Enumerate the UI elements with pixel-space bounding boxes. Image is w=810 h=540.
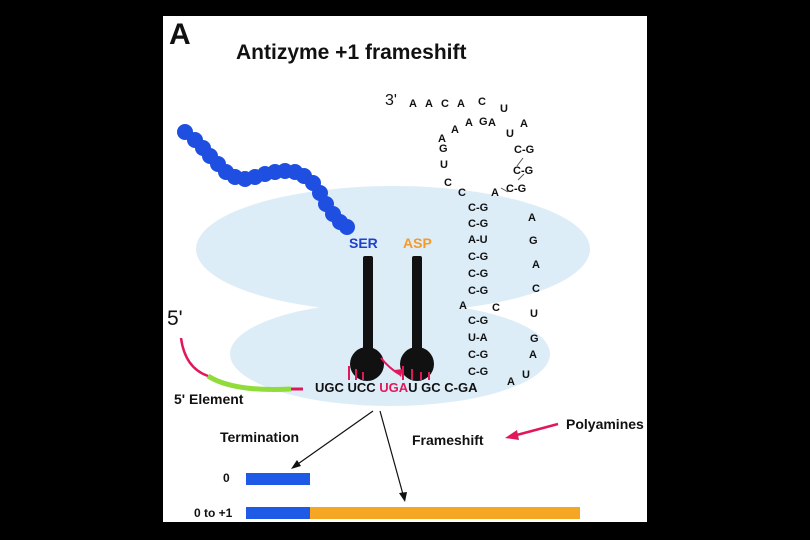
stem-pair: C-G: [468, 251, 489, 263]
mrna-sequence: UGC UCC UGAU GC C-GA: [315, 380, 478, 395]
sequence-stop-codon: UGA: [379, 380, 409, 395]
figure-panel: A Antizyme +1 frameshift 3' 5' SER ASP U…: [163, 16, 647, 522]
stem-pair: C-G: [468, 349, 489, 361]
stem-pair: C-G: [468, 285, 489, 297]
nt: A: [507, 376, 515, 388]
sequence-part1: UGC UCC: [315, 380, 380, 395]
termination-arrow-head: [291, 460, 301, 469]
nt: C: [458, 187, 466, 199]
nt: U: [440, 159, 448, 171]
nt: C: [532, 283, 540, 295]
sequence-part3: U GC: [408, 380, 441, 395]
product-bar-frame0-part: [246, 507, 310, 519]
nt: C: [478, 96, 486, 108]
bulge-nt: A: [459, 300, 467, 312]
row-label-frameshift: 0 to +1: [194, 506, 233, 520]
polyamines-arrow-head: [505, 430, 519, 440]
nt: U: [522, 369, 530, 381]
nt: G: [530, 333, 539, 345]
mrna-5prime-strand: [179, 337, 209, 378]
peptide-bead: [339, 219, 355, 235]
figure-title: Antizyme +1 frameshift: [236, 41, 467, 64]
nt: A: [491, 187, 499, 199]
termination-arrow: [294, 410, 374, 467]
diagram-graphics: [177, 124, 590, 519]
nt: A: [457, 98, 465, 110]
peptide-chain: [177, 124, 355, 235]
sequence-part4: C-GA: [444, 380, 478, 395]
nt: A: [465, 117, 473, 129]
aa-ser-label: SER: [349, 235, 378, 251]
trna-ser-body: [350, 347, 384, 381]
stem-pair: C-G: [468, 315, 489, 327]
row-label-zero: 0: [223, 471, 230, 485]
nt: A: [520, 118, 528, 130]
nt: U: [500, 103, 508, 115]
nt: A: [425, 98, 433, 110]
stem-pair: A-U: [468, 234, 488, 246]
nt: C: [441, 98, 449, 110]
product-bar-frame0: [246, 473, 310, 485]
frameshift-label: Frameshift: [412, 432, 484, 448]
nt: C-G: [513, 165, 534, 177]
five-prime-element: [206, 373, 292, 392]
nt: U: [506, 128, 514, 140]
termination-label: Termination: [220, 429, 300, 445]
hairpin-connectors: [500, 157, 525, 193]
aa-asp-label: ASP: [403, 235, 432, 251]
stem-pair: C-G: [468, 202, 489, 214]
polyamines-arrow: [512, 422, 559, 438]
bulge-nt: C: [492, 302, 500, 314]
frameshift-arrow-head: [399, 492, 407, 502]
nt: A: [409, 98, 417, 110]
nt: A: [488, 117, 496, 129]
nt: G: [479, 116, 488, 128]
five-prime-element-label: 5' Element: [174, 391, 244, 407]
polyamines-label: Polyamines: [566, 416, 644, 432]
nt: A: [438, 133, 446, 145]
nt: G: [439, 143, 448, 155]
slip-arrow-head: [394, 369, 403, 377]
nt: U: [530, 308, 538, 320]
stem-pair: C-G: [468, 268, 489, 280]
nt: A: [532, 259, 540, 271]
five-prime-label: 5': [167, 307, 183, 330]
nt: A: [451, 124, 459, 136]
nt: C: [444, 177, 452, 189]
panel-letter: A: [169, 18, 191, 51]
trna-asp-body: [400, 347, 434, 381]
nt: C-G: [506, 183, 527, 195]
frameshift-arrow: [379, 410, 405, 499]
stem-pair: C-G: [468, 218, 489, 230]
nt: A: [528, 212, 536, 224]
nt: G: [529, 235, 538, 247]
trna-ser-stem: [363, 256, 373, 358]
three-prime-label: 3': [385, 92, 397, 109]
stem-pair: U-A: [468, 332, 488, 344]
stem-pair: C-G: [468, 366, 489, 378]
ribosome-large-subunit: [196, 186, 590, 312]
nt: A: [529, 349, 537, 361]
anticodon-ticks: [348, 366, 430, 380]
nt: C-G: [514, 144, 535, 156]
trna-asp-stem: [412, 256, 422, 358]
product-bar-frameshift-part: [310, 507, 580, 519]
ribosome-small-subunit: [230, 302, 550, 406]
